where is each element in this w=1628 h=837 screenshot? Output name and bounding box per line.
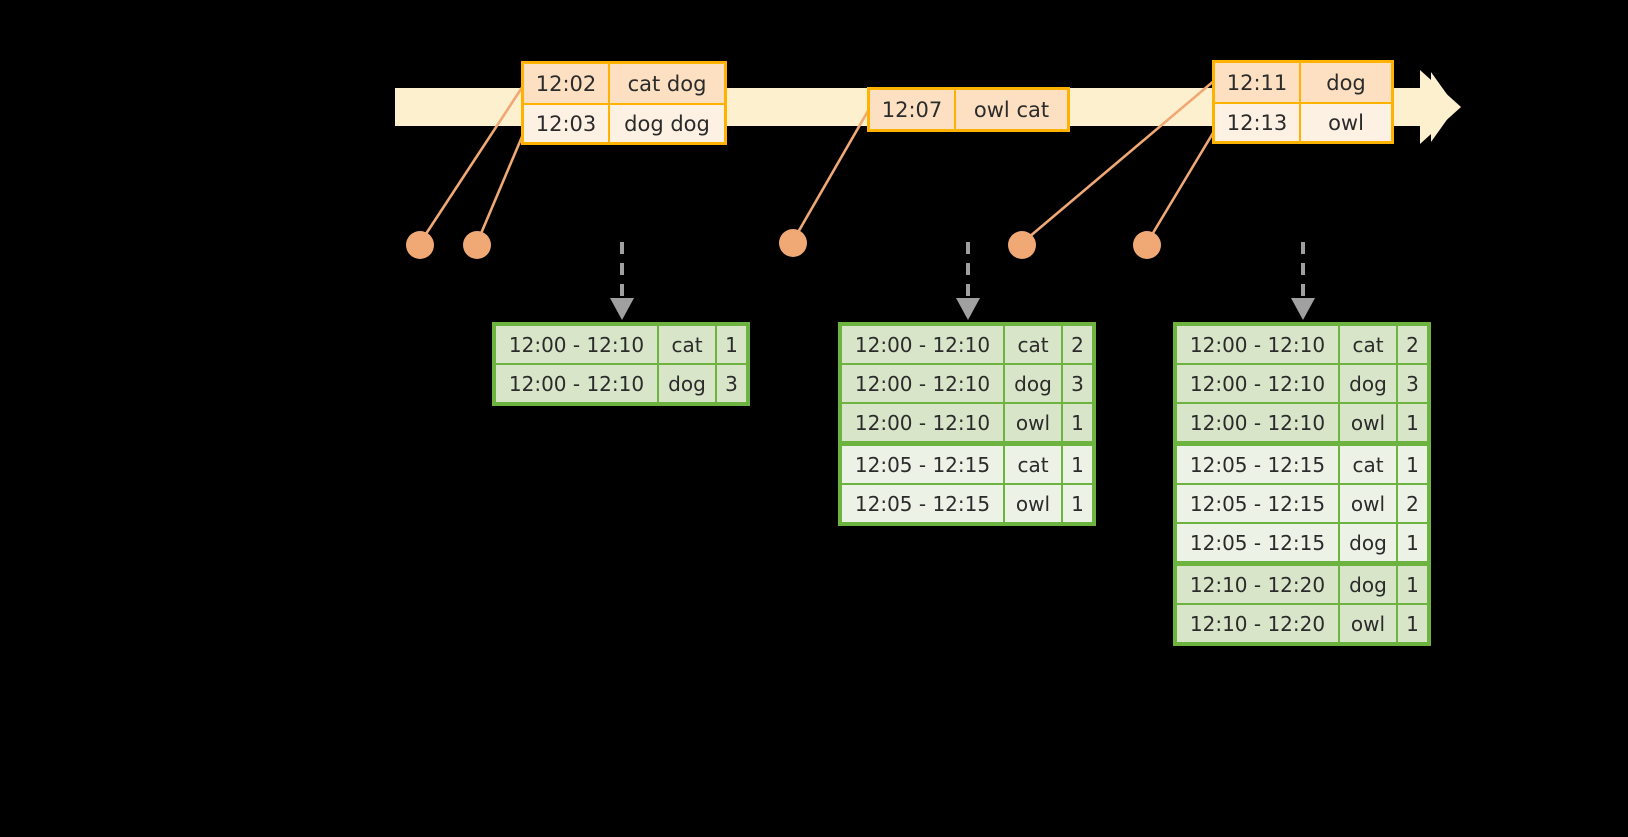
count-cell: 3: [717, 365, 746, 402]
event-time: 12:07: [870, 90, 956, 129]
window-cell: 12:05 - 12:15: [1177, 485, 1340, 522]
event-time: 12:13: [1215, 104, 1301, 141]
key-cell: cat: [659, 326, 717, 363]
count-cell: 1: [717, 326, 746, 363]
marker-dot-4: [1008, 231, 1036, 259]
event-value: cat dog: [610, 64, 724, 103]
window-cell: 12:05 - 12:15: [842, 485, 1005, 522]
event-row[interactable]: 12:13 owl: [1215, 102, 1391, 141]
key-cell: dog: [659, 365, 717, 402]
count-cell: 3: [1063, 365, 1092, 402]
connector-line-2: [475, 131, 526, 244]
marker-dot-5: [1133, 231, 1161, 259]
event-value: dog: [1301, 63, 1391, 102]
count-cell: 1: [1063, 404, 1092, 441]
key-cell: cat: [1340, 326, 1398, 363]
key-cell: owl: [1340, 404, 1398, 441]
key-cell: owl: [1005, 404, 1063, 441]
event-group-3[interactable]: 12:11 dog 12:13 owl: [1212, 60, 1394, 144]
marker-dot-1: [406, 231, 434, 259]
key-cell: cat: [1005, 446, 1063, 483]
connector-line-5: [1145, 127, 1218, 244]
window-cell: 12:00 - 12:10: [496, 326, 659, 363]
count-cell: 1: [1063, 485, 1092, 522]
window-cell: 12:00 - 12:10: [842, 404, 1005, 441]
window-cell: 12:00 - 12:10: [1177, 365, 1340, 402]
count-cell: 1: [1398, 524, 1427, 561]
window-cell: 12:05 - 12:15: [1177, 446, 1340, 483]
marker-dot-3: [779, 229, 807, 257]
count-cell: 3: [1398, 365, 1427, 402]
window-cell: 12:10 - 12:20: [1177, 566, 1340, 603]
key-cell: owl: [1340, 485, 1398, 522]
connector-line-1: [418, 85, 525, 244]
emit-arrow-2: [956, 242, 980, 320]
event-row[interactable]: 12:11 dog: [1215, 63, 1391, 102]
key-cell: owl: [1005, 485, 1063, 522]
count-cell: 1: [1398, 404, 1427, 441]
key-cell: dog: [1340, 524, 1398, 561]
window-cell: 12:10 - 12:20: [1177, 605, 1340, 642]
event-row[interactable]: 12:02 cat dog: [524, 64, 724, 103]
key-cell: cat: [1005, 326, 1063, 363]
window-cell: 12:00 - 12:10: [1177, 404, 1340, 441]
window-cell: 12:00 - 12:10: [842, 326, 1005, 363]
event-row[interactable]: 12:07 owl cat: [870, 90, 1067, 129]
connector-line-3: [791, 103, 874, 242]
count-cell: 1: [1398, 566, 1427, 603]
window-cell: 12:05 - 12:15: [1177, 524, 1340, 561]
emit-arrows: [610, 242, 1315, 320]
marker-dots: [406, 229, 1161, 259]
marker-dot-2: [463, 231, 491, 259]
count-cell: 1: [1063, 446, 1092, 483]
event-time: 12:03: [524, 105, 610, 142]
window-cell: 12:00 - 12:10: [1177, 326, 1340, 363]
window-cell: 12:00 - 12:10: [496, 365, 659, 402]
emit-arrow-3: [1291, 242, 1315, 320]
event-time: 12:11: [1215, 63, 1301, 102]
window-cell: 12:00 - 12:10: [842, 365, 1005, 402]
key-cell: dog: [1005, 365, 1063, 402]
count-cell: 2: [1398, 485, 1427, 522]
event-row[interactable]: 12:03 dog dog: [524, 103, 724, 142]
event-value: dog dog: [610, 105, 724, 142]
key-cell: dog: [1340, 566, 1398, 603]
event-time: 12:02: [524, 64, 610, 103]
count-cell: 2: [1063, 326, 1092, 363]
key-cell: cat: [1340, 446, 1398, 483]
count-cell: 2: [1398, 326, 1427, 363]
event-group-1[interactable]: 12:02 cat dog 12:03 dog dog: [521, 61, 727, 145]
event-value: owl cat: [956, 90, 1067, 129]
event-value: owl: [1301, 104, 1391, 141]
count-cell: 1: [1398, 605, 1427, 642]
key-cell: owl: [1340, 605, 1398, 642]
event-group-2[interactable]: 12:07 owl cat: [867, 87, 1070, 132]
key-cell: dog: [1340, 365, 1398, 402]
emit-arrow-1: [610, 242, 634, 320]
count-cell: 1: [1398, 446, 1427, 483]
window-cell: 12:05 - 12:15: [842, 446, 1005, 483]
